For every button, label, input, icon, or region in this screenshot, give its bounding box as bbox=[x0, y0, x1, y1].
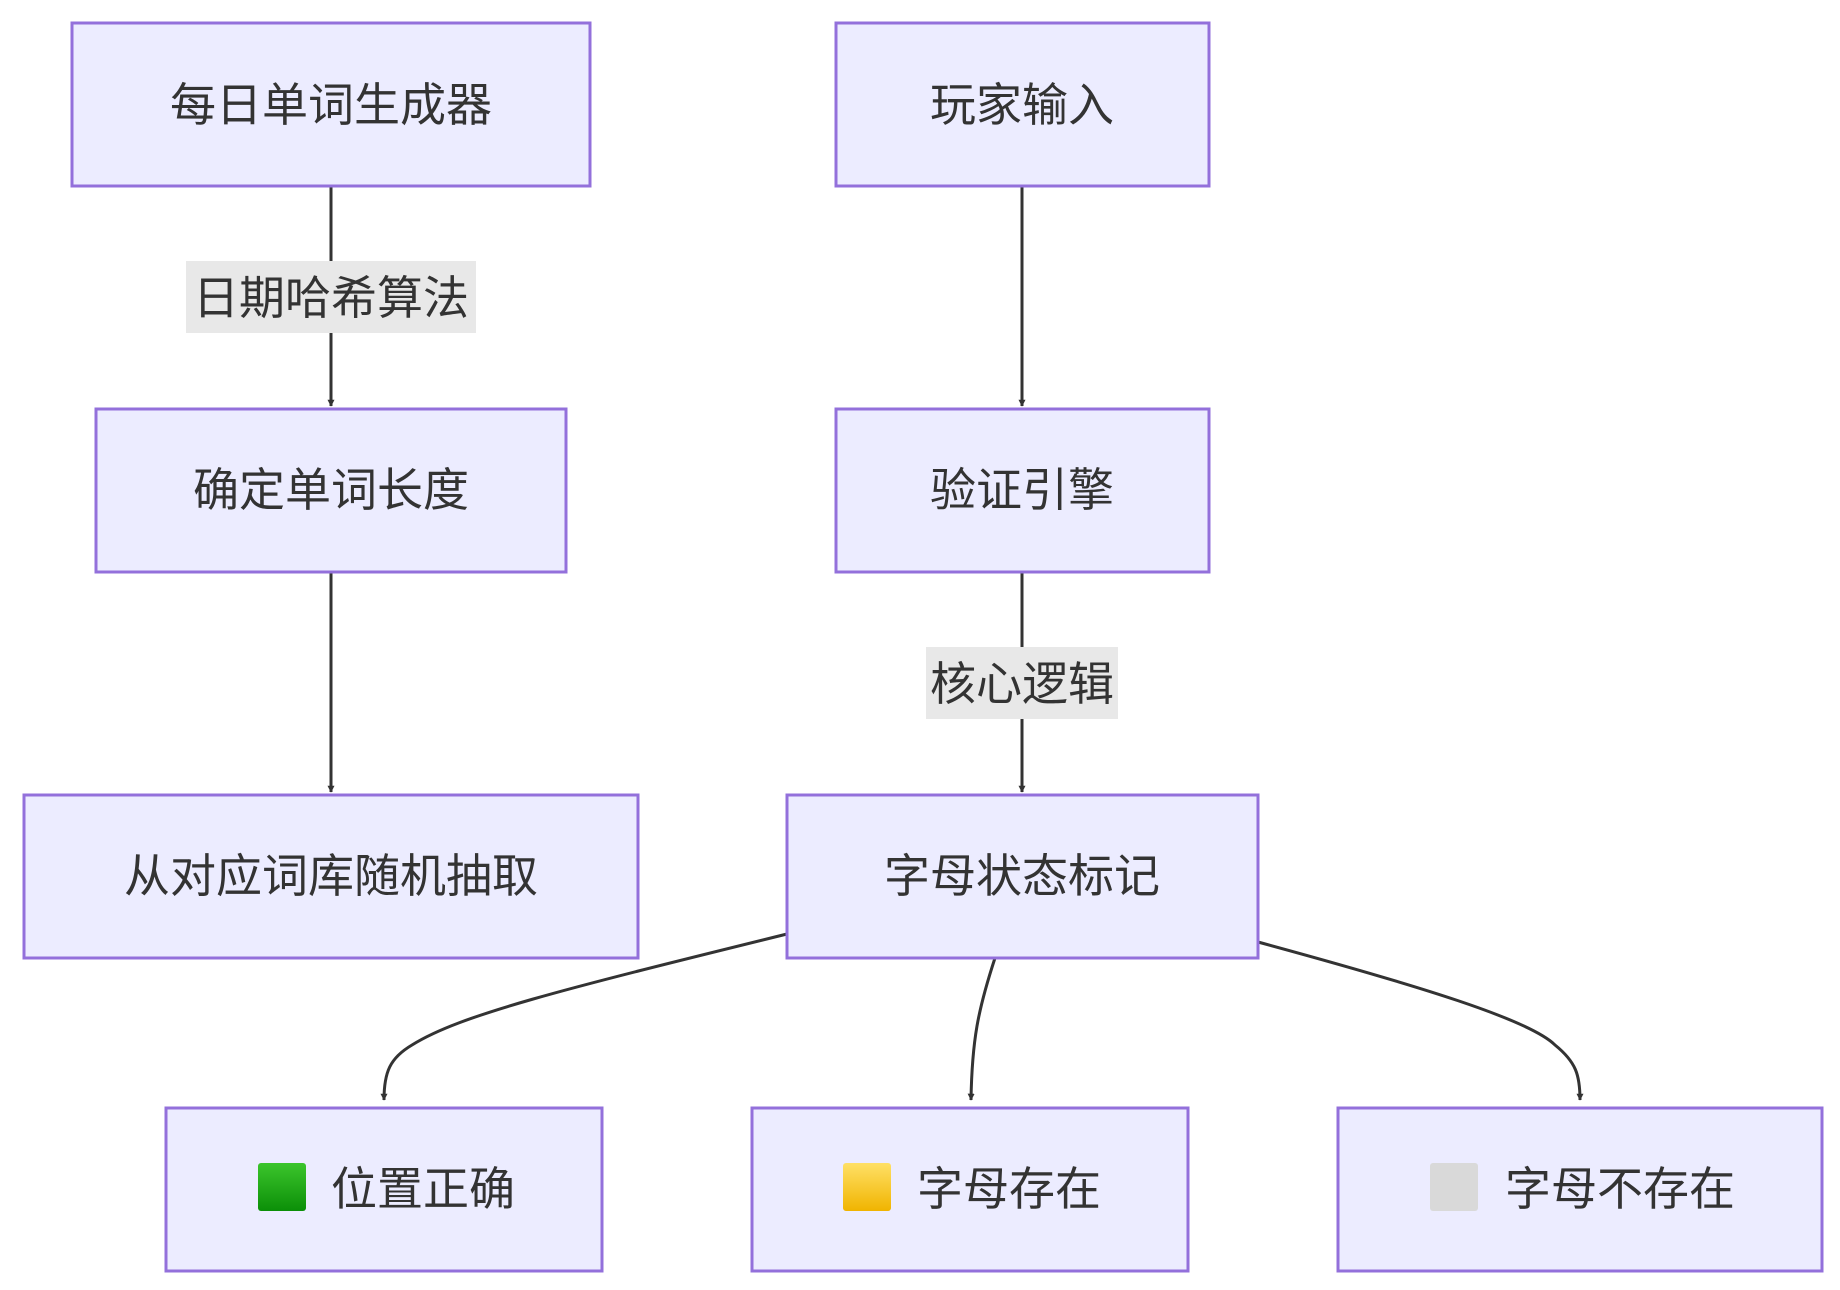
node-random-draw: 从对应词库随机抽取 bbox=[22, 793, 640, 960]
node-correct-position: 位置正确 bbox=[164, 1106, 604, 1273]
edge-label-core-logic: 核心逻辑 bbox=[926, 647, 1118, 719]
node-letter-exists: 字母存在 bbox=[750, 1106, 1190, 1273]
node-label: 每日单词生成器 bbox=[170, 78, 492, 132]
edge-status-to-correct bbox=[380, 932, 788, 1101]
white-square-icon bbox=[1430, 1163, 1478, 1211]
node-label: 字母状态标记 bbox=[884, 849, 1160, 903]
node-validation-engine: 验证引擎 bbox=[834, 407, 1211, 574]
yellow-square-icon bbox=[843, 1163, 891, 1211]
node-letter-status-marking: 字母状态标记 bbox=[785, 793, 1260, 960]
edge-status-to-exists bbox=[967, 957, 997, 1101]
node-label: 确定单词长度 bbox=[193, 463, 469, 517]
node-determine-word-length: 确定单词长度 bbox=[94, 407, 568, 574]
node-label: 从对应词库随机抽取 bbox=[124, 849, 538, 903]
node-daily-word-generator: 每日单词生成器 bbox=[70, 21, 592, 188]
green-square-icon bbox=[258, 1163, 306, 1211]
node-label: 验证引擎 bbox=[930, 463, 1114, 517]
node-label: 字母不存在 bbox=[1505, 1162, 1735, 1216]
edges bbox=[327, 186, 1584, 1101]
edge-label-date-hash: 日期哈希算法 bbox=[186, 261, 476, 333]
edge-status-to-absent bbox=[1257, 940, 1584, 1101]
node-player-input: 玩家输入 bbox=[834, 21, 1211, 188]
node-label: 字母存在 bbox=[917, 1162, 1101, 1216]
node-label: 玩家输入 bbox=[930, 78, 1114, 132]
edge-label-text: 核心逻辑 bbox=[930, 657, 1114, 711]
edge-label-text: 日期哈希算法 bbox=[193, 271, 469, 325]
node-letter-absent: 字母不存在 bbox=[1336, 1106, 1824, 1273]
node-label: 位置正确 bbox=[331, 1162, 515, 1216]
